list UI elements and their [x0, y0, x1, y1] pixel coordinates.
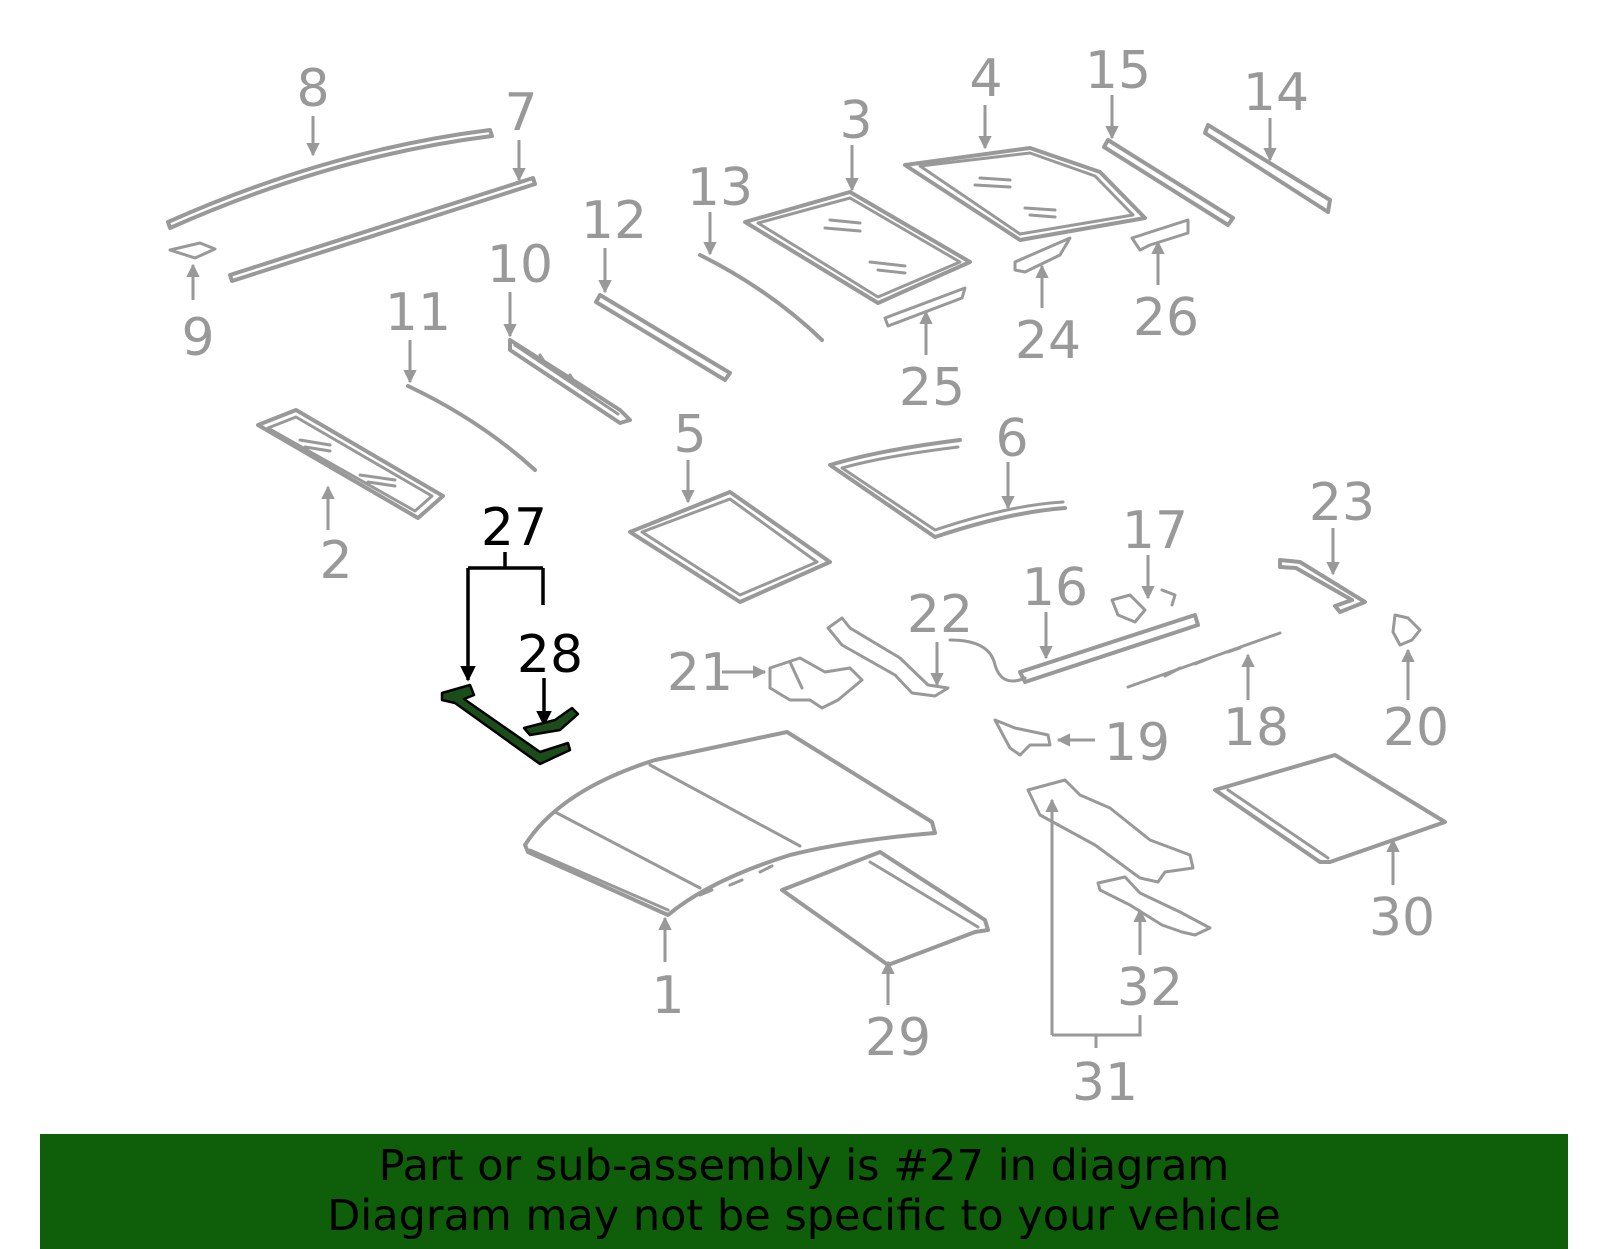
label-30: 30 — [1369, 888, 1435, 948]
label-32: 32 — [1117, 958, 1183, 1018]
part-16: 16 — [948, 558, 1200, 684]
part-32: 32 — [1096, 875, 1212, 1018]
label-16: 16 — [1022, 558, 1088, 618]
part-14: 14 — [1203, 63, 1332, 214]
banner-line-1: Part or sub-assembly is #27 in diagram — [378, 1141, 1230, 1191]
part-20: 20 — [1383, 613, 1449, 758]
part-10: 10 — [487, 235, 632, 425]
label-27: 27 — [481, 498, 547, 558]
part-29: 29 — [780, 850, 990, 1068]
part-28-highlighted: 28 — [517, 625, 583, 737]
label-7: 7 — [504, 83, 537, 143]
part-1: 1 — [523, 730, 937, 1026]
label-6: 6 — [995, 409, 1028, 469]
label-31: 31 — [1072, 1053, 1138, 1113]
label-9: 9 — [181, 308, 214, 368]
part-30: 30 — [1213, 753, 1447, 948]
label-29: 29 — [865, 1008, 931, 1068]
label-2: 2 — [319, 531, 352, 591]
part-8: 8 — [166, 59, 494, 230]
label-15: 15 — [1085, 41, 1151, 101]
label-4: 4 — [969, 49, 1002, 109]
part-2: 2 — [256, 408, 445, 591]
label-17: 17 — [1122, 501, 1188, 561]
part-17: 17 — [1110, 501, 1188, 624]
part-23: 23 — [1278, 473, 1375, 614]
part-5: 5 — [628, 405, 832, 604]
label-26: 26 — [1133, 288, 1199, 348]
part-27-highlighted: 27 — [440, 498, 572, 766]
label-13: 13 — [687, 158, 753, 218]
part-21: 21 — [667, 643, 864, 710]
part-4: 4 — [903, 49, 1147, 242]
label-18: 18 — [1223, 698, 1289, 758]
part-31: 31 — [1026, 778, 1195, 1113]
label-1: 1 — [651, 966, 684, 1026]
label-14: 14 — [1243, 63, 1309, 123]
label-28: 28 — [517, 625, 583, 685]
part-6: 6 — [828, 409, 1067, 539]
roof-parts-diagram: 8 7 9 2 11 10 12 — [166, 41, 1449, 1113]
label-3: 3 — [839, 91, 872, 151]
part-24: 24 — [1013, 236, 1081, 371]
part-19: 19 — [993, 713, 1170, 773]
label-23: 23 — [1309, 473, 1375, 533]
label-22: 22 — [907, 585, 973, 645]
part-15: 15 — [1085, 41, 1235, 227]
label-12: 12 — [581, 191, 647, 251]
part-18: 18 — [1126, 631, 1289, 758]
label-21: 21 — [667, 643, 733, 703]
part-25: 25 — [883, 286, 967, 418]
info-banner: Part or sub-assembly is #27 in diagram D… — [40, 1134, 1568, 1249]
part-7: 7 — [228, 83, 538, 283]
part-11: 11 — [385, 283, 537, 472]
part-3: 3 — [743, 91, 972, 305]
part-22: 22 — [826, 585, 973, 698]
label-8: 8 — [296, 59, 329, 119]
label-25: 25 — [899, 358, 965, 418]
label-19: 19 — [1104, 713, 1170, 773]
label-10: 10 — [487, 235, 553, 295]
label-5: 5 — [673, 405, 706, 465]
part-12: 12 — [581, 191, 732, 382]
part-26: 26 — [1130, 218, 1199, 348]
banner-line-2: Diagram may not be specific to your vehi… — [327, 1191, 1281, 1241]
label-11: 11 — [385, 283, 451, 343]
label-20: 20 — [1383, 698, 1449, 758]
label-24: 24 — [1015, 311, 1081, 371]
part-13: 13 — [687, 158, 824, 342]
part-9: 9 — [168, 241, 217, 368]
